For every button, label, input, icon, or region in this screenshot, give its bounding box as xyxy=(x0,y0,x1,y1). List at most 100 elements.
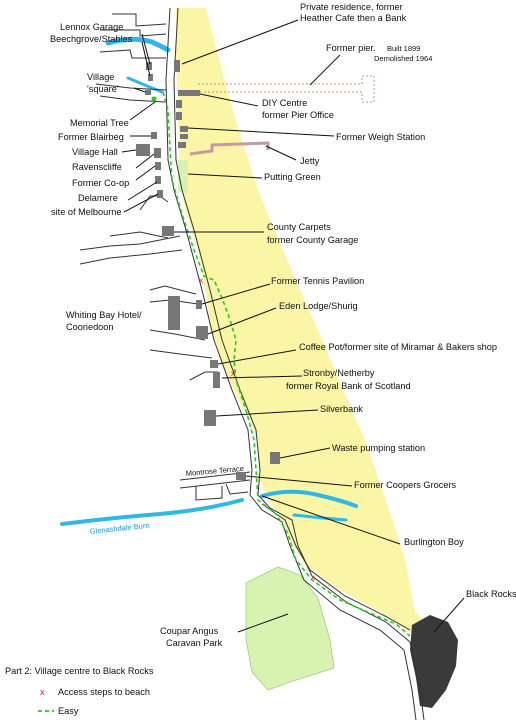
label-pier-built: Built 1899 xyxy=(387,44,420,53)
main-road-west-edge xyxy=(165,7,417,721)
label-whiting-bay-2: Cooriedoon xyxy=(66,322,114,332)
building-private-residence xyxy=(174,60,180,72)
label-glenashdale-burn: Glenashdale Burn xyxy=(89,521,150,536)
building-eden-lodge xyxy=(196,326,208,339)
label-burlington-boy: Burlington Boy xyxy=(404,537,464,547)
label-memorial-tree: Memorial Tree xyxy=(70,118,129,128)
building-weigh-3 xyxy=(178,142,186,148)
easy-route xyxy=(162,91,411,637)
montrose-loop xyxy=(195,486,223,501)
building-coopers-grocers xyxy=(236,472,246,480)
label-whiting-bay-1: Whiting Bay Hotel/ xyxy=(66,310,142,320)
label-black-rocks: Black Rocks xyxy=(466,589,516,599)
label-former-coop: Former Co-op xyxy=(72,178,129,188)
caravan-park-area xyxy=(245,566,335,691)
label-diy-1: DIY Centre xyxy=(262,98,307,108)
building-coffee-pot xyxy=(210,360,218,368)
label-coupar-angus-1: Coupar Angus xyxy=(160,626,219,636)
label-ravenscliffe: Ravenscliffe xyxy=(72,162,122,172)
building-delamere xyxy=(157,190,163,198)
label-pier-demolished: Demolished 1964 xyxy=(374,54,432,63)
former-pier xyxy=(198,75,375,103)
montrose-road-3 xyxy=(225,483,249,495)
label-coffee-pot: Coffee Pot/former site of Miramar & Bake… xyxy=(299,342,497,352)
label-coopers-grocers: Former Coopers Grocers xyxy=(354,480,457,490)
montrose-road-2 xyxy=(179,479,251,489)
label-delamere: Delamere xyxy=(78,193,118,203)
label-eden-lodge: Eden Lodge/Shurig xyxy=(279,301,358,311)
label-former-pier: Former pier. xyxy=(326,43,376,53)
building-weigh-2 xyxy=(180,134,188,139)
label-part-title: Part 2: Village centre to Black Rocks xyxy=(5,666,154,676)
streams xyxy=(60,36,358,526)
legend-access-symbol: x xyxy=(40,687,45,697)
side-road-village-1 xyxy=(95,83,167,91)
back-road-1 xyxy=(139,195,169,211)
black-rocks-area xyxy=(410,615,458,708)
label-stronby-2: former Royal Bank of Scotland xyxy=(286,381,411,391)
label-village-1: Village xyxy=(87,72,114,82)
legend-easy-label: Easy xyxy=(58,706,79,716)
back-road-4 xyxy=(79,249,183,265)
building-ravenscliffe xyxy=(154,148,161,158)
building-coop xyxy=(155,162,161,170)
label-weigh-station: Former Weigh Station xyxy=(336,132,425,142)
jetty-structure xyxy=(189,141,270,156)
stream-village xyxy=(126,76,164,94)
back-road-7 xyxy=(149,329,206,341)
shore-line-south xyxy=(261,503,411,631)
label-coupar-angus-2: Caravan Park xyxy=(166,638,223,648)
stream-north xyxy=(105,36,171,53)
label-village-hall: Village Hall xyxy=(72,147,118,157)
beach-area xyxy=(176,8,440,648)
memorial-tree-marker xyxy=(151,96,157,102)
main-road-east-edge xyxy=(173,7,425,721)
label-county-carpets-2: former County Garage xyxy=(267,235,358,245)
building-tennis-pavilion xyxy=(196,300,202,309)
building-village-1 xyxy=(145,90,151,95)
legend: x Access steps to beach Easy xyxy=(38,687,150,716)
building-pier-office-1 xyxy=(176,100,182,108)
stream-burlington xyxy=(260,489,358,508)
label-former-blairbeg: Former Blairbeg xyxy=(58,132,124,142)
label-waste-pumping: Waste pumping station xyxy=(332,443,425,453)
building-waste-pumping xyxy=(270,452,280,464)
label-tennis-pavilion: Former Tennis Pavilion xyxy=(271,276,364,286)
side-road-north-3 xyxy=(99,49,166,59)
side-road-north-2 xyxy=(100,29,167,37)
building-village-hall xyxy=(136,144,150,156)
label-melbourne: site of Melbourne xyxy=(51,207,121,217)
buildings xyxy=(136,60,280,480)
label-silverbank: Silverbank xyxy=(320,404,363,414)
building-beechgrove xyxy=(148,74,153,81)
building-pier-office-2 xyxy=(176,112,182,120)
label-village-2: 'square' xyxy=(87,84,119,94)
label-private-residence-1: Private residence, former xyxy=(300,2,403,12)
putting-green-area xyxy=(178,160,188,192)
stream-south xyxy=(292,513,348,522)
back-road-8 xyxy=(149,349,213,359)
label-diy-2: former Pier Office xyxy=(262,110,334,120)
building-whiting-bay-hotel xyxy=(168,296,180,330)
labels: Private residence, former Heather Cafe t… xyxy=(5,2,516,676)
label-beechgrove: Beechgrove/Stables xyxy=(50,34,133,44)
label-private-residence-2: Heather Cafe then a Bank xyxy=(300,13,407,23)
building-blairbeg xyxy=(151,132,157,139)
label-lennox-garage: Lennox Garage xyxy=(60,22,123,32)
back-road-3 xyxy=(79,235,181,251)
building-stronby xyxy=(213,372,220,388)
access-step-south: x xyxy=(311,573,315,582)
label-county-carpets-1: County Carpets xyxy=(267,222,331,232)
building-weigh-station xyxy=(180,126,188,132)
legend-access-label: Access steps to beach xyxy=(58,687,150,697)
label-jetty: Jetty xyxy=(300,156,320,166)
label-putting-green: Putting Green xyxy=(264,172,321,182)
back-road-2 xyxy=(109,231,169,239)
building-silverbank xyxy=(204,410,216,426)
building-county-carpets xyxy=(162,226,174,236)
label-stronby-1: Stronby/Netherby xyxy=(303,368,375,378)
back-road-5 xyxy=(149,285,197,295)
building-diy-centre xyxy=(178,90,200,96)
stream-glenashdale xyxy=(60,498,244,526)
